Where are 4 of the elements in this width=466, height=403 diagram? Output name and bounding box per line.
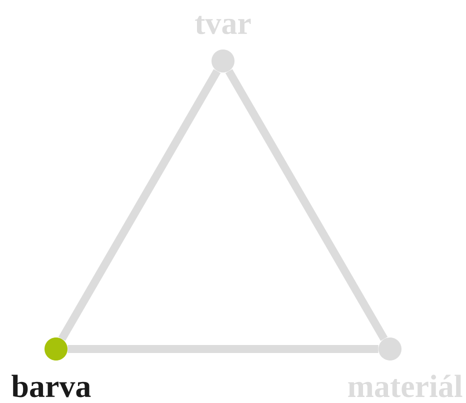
line — [58, 69, 221, 341]
node-label: barva — [12, 374, 91, 398]
line — [225, 69, 388, 341]
line — [68, 345, 378, 353]
